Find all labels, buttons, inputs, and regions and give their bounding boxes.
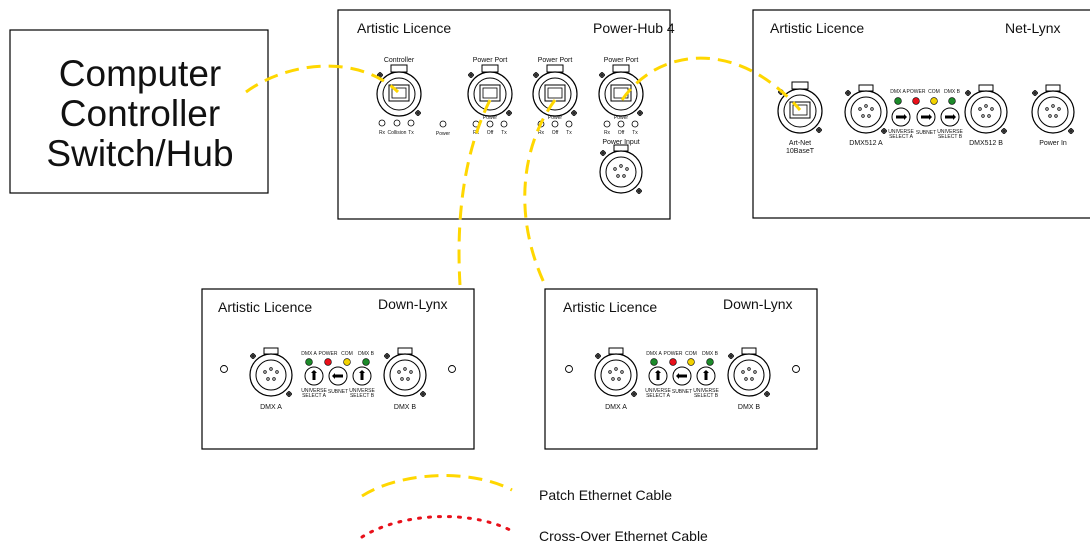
dl1-universe-b: UNIVERSE [349,388,375,394]
down-lynx-1-brand: Artistic Licence [218,299,312,315]
universe-select-a-knob [891,107,911,127]
dl2-subnet: SUBNET [672,389,692,395]
legend-crossover-label: Cross-Over Ethernet Cable [539,528,708,543]
dl1-universe-a-knob [304,366,324,386]
down-lynx-2-model: Down-Lynx [723,296,793,312]
down-lynx-1-model: Down-Lynx [378,296,448,312]
legend-patch-label: Patch Ethernet Cable [539,487,672,503]
power-hub-model: Power-Hub 4 [593,20,675,36]
dl1-dmx-a-label: DMX A [260,404,282,411]
legend-patch-swatch [361,474,513,498]
dl2-universe-b-knob [696,366,716,386]
controller-led-rx: Rx [379,130,386,136]
down-lynx-2-panel: Artistic Licence Down-Lynx DMX A DMX B D… [544,288,818,450]
hub-power-led-label: Power [436,131,451,137]
dmx512-a-label: DMX512 A [849,140,883,147]
power-hub-brand: Artistic Licence [357,20,451,36]
universe-select-b-knob [940,107,960,127]
port3-led-rx: Rx [604,130,611,136]
dl1-select-a: SELECT A [302,393,326,399]
nl-universe-a: UNIVERSE [888,129,914,135]
dl1-universe-b-knob [352,366,372,386]
dl2-universe-a-knob [648,366,668,386]
controller-box: Computer Controller Switch/Hub [9,29,269,194]
port3-led-off: Off [618,130,625,136]
port2-led-tx: Tx [566,130,572,136]
controller-line-3: Switch/Hub [46,133,233,174]
nl-universe-b: UNIVERSE [937,129,963,135]
dl2-dmx-a-label: DMX A [605,404,627,411]
port3-led-tx: Tx [632,130,638,136]
dl1-dmx-b-label: DMX B [394,404,417,411]
dl2-led-label-dmxb: DMX B [702,351,719,357]
power-input-label: Power Input [602,139,639,146]
controller-led-tx: Tx [408,130,414,136]
port2-led-rx: Rx [538,130,545,136]
controller-port-label: Controller [384,57,415,64]
dl1-select-b: SELECT B [350,393,375,399]
nl-select-b: SELECT B [938,134,963,140]
dl1-led-label-power: POWER [319,351,338,357]
port2-led-off: Off [552,130,559,136]
subnet-knob [916,107,936,127]
dl1-led-label-dmxa: DMX A [301,351,317,357]
controller-line-2: Controller [60,93,220,134]
nl-led-label-com: COM [928,89,940,95]
power-port-1-label: Power Port [473,57,508,64]
dl2-led-label-com: COM [685,351,697,357]
dl2-dmx-b-label: DMX B [738,404,761,411]
net-lynx-brand: Artistic Licence [770,20,864,36]
dl1-subnet-knob [328,366,348,386]
cable-hub-port1-to-downlynx1 [457,99,492,286]
power-port-1-power-label: Power [483,115,498,121]
power-port-2-label: Power Port [538,57,573,64]
dl2-led-label-dmxa: DMX A [646,351,662,357]
power-port-3-power-label: Power [614,115,629,121]
dl2-select-b: SELECT B [694,393,719,399]
dl2-led-label-power: POWER [664,351,683,357]
legend: Patch Ethernet Cable Cross-Over Ethernet… [360,474,708,543]
net-lynx-panel: Artistic Licence Net-Lynx Art-Net 10Base… [752,9,1090,219]
power-port-3-label: Power Port [604,57,639,64]
dl1-universe-a: UNIVERSE [301,388,327,394]
dl2-universe-b: UNIVERSE [693,388,719,394]
power-port-2-power-label: Power [548,115,563,121]
dl2-select-a: SELECT A [646,393,670,399]
controller-led-collision: Collision [388,130,407,136]
dmx512-b-label: DMX512 B [969,140,1003,147]
power-hub-panel: Artistic Licence Power-Hub 4 Controller … [337,9,675,220]
net-lynx-model: Net-Lynx [1005,20,1061,36]
dl2-universe-a: UNIVERSE [645,388,671,394]
nl-subnet: SUBNET [916,130,936,136]
nl-led-label-dmxa: DMX A [890,89,906,95]
dl1-subnet: SUBNET [328,389,348,395]
nl-select-a: SELECT A [889,134,913,140]
cable-hub-port2-to-downlynx2 [523,99,557,286]
nl-led-label-dmxb: DMX B [944,89,961,95]
port1-led-off: Off [487,130,494,136]
artnet-10baset-label: 10BaseT [786,148,815,155]
cable-controller-to-hub [245,64,400,94]
legend-crossover-swatch [360,515,514,539]
down-lynx-1-panel: Artistic Licence Down-Lynx DMX A DMX B D… [201,288,475,450]
power-in-label: Power In [1039,140,1067,147]
cable-hub-port3-to-netlynx [620,56,802,111]
artnet-label: Art-Net [789,140,811,147]
down-lynx-2-brand: Artistic Licence [563,299,657,315]
port1-led-tx: Tx [501,130,507,136]
dl2-subnet-knob [672,366,692,386]
controller-line-1: Computer [59,53,221,94]
nl-led-label-power: POWER [907,89,926,95]
dl1-led-label-dmxb: DMX B [358,351,375,357]
patch-cables [245,56,802,286]
dl1-led-label-com: COM [341,351,353,357]
